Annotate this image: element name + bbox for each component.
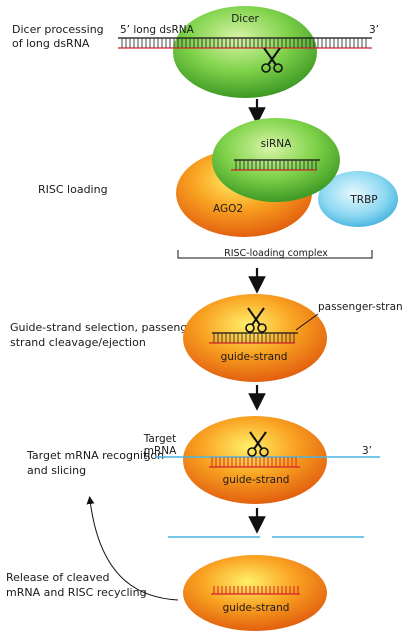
passenger-strand-pointer <box>295 313 319 331</box>
trbp-label: TRBP <box>349 194 377 206</box>
risc-complex-5 <box>183 555 327 631</box>
three-prime-mrna-label: 3’ <box>362 445 372 457</box>
step-target-recognition-label-2: and slicing <box>27 464 86 477</box>
passenger-strand-label: passenger-strand <box>318 301 403 313</box>
dicer-label: Dicer <box>231 13 259 25</box>
scissors-icon <box>247 431 269 457</box>
dicer-enzyme <box>173 6 317 98</box>
step-guide-selection-label-1: Guide-strand selection, passenger- <box>10 321 202 334</box>
step-release-label-1: Release of cleaved <box>6 571 109 584</box>
scissors-icon <box>261 47 283 73</box>
risc-complex-bracket <box>177 250 373 259</box>
risc-complex-4 <box>183 416 327 504</box>
step-dicer-label-2: of long dsRNA <box>12 37 90 50</box>
five-prime-long-dsrna-label: 5’ long dsRNA <box>120 24 195 36</box>
mrna-label: mRNA <box>144 445 177 457</box>
step-dicer-label-1: Dicer processing <box>12 23 104 36</box>
risc-complex-3 <box>183 294 327 382</box>
recycling-arrow-icon <box>86 496 179 601</box>
long-dsrna <box>118 37 372 49</box>
step-target-recognition-label-1: Target mRNA recognition <box>26 449 164 462</box>
risc-loading-complex-label: RISC-loading complex <box>224 248 328 259</box>
target-mrna-complex <box>155 456 380 468</box>
three-prime-label-1: 3’ <box>369 24 379 36</box>
five-prime-mrna-label: 5’ <box>144 452 154 464</box>
guide-strand-label-2: guide-strand <box>223 474 290 486</box>
sirna-label: siRNA <box>261 138 293 150</box>
scissors-icon <box>245 307 267 333</box>
guide-strand-free <box>211 586 300 595</box>
ago2-label: AGO2 <box>213 203 243 215</box>
target-label: Target <box>143 433 176 445</box>
step-guide-selection-label-2: strand cleavage/ejection <box>10 336 146 349</box>
sirna-duplex <box>231 159 320 171</box>
guide-strand-label-1: guide-strand <box>221 351 288 363</box>
guide-strand-label-3: guide-strand <box>223 602 290 614</box>
step-risc-loading-label: RISC loading <box>38 183 108 196</box>
step-release-label-2: mRNA and RISC recycling <box>6 586 147 599</box>
trbp-protein <box>318 171 398 227</box>
passenger-guide-duplex <box>209 332 298 344</box>
